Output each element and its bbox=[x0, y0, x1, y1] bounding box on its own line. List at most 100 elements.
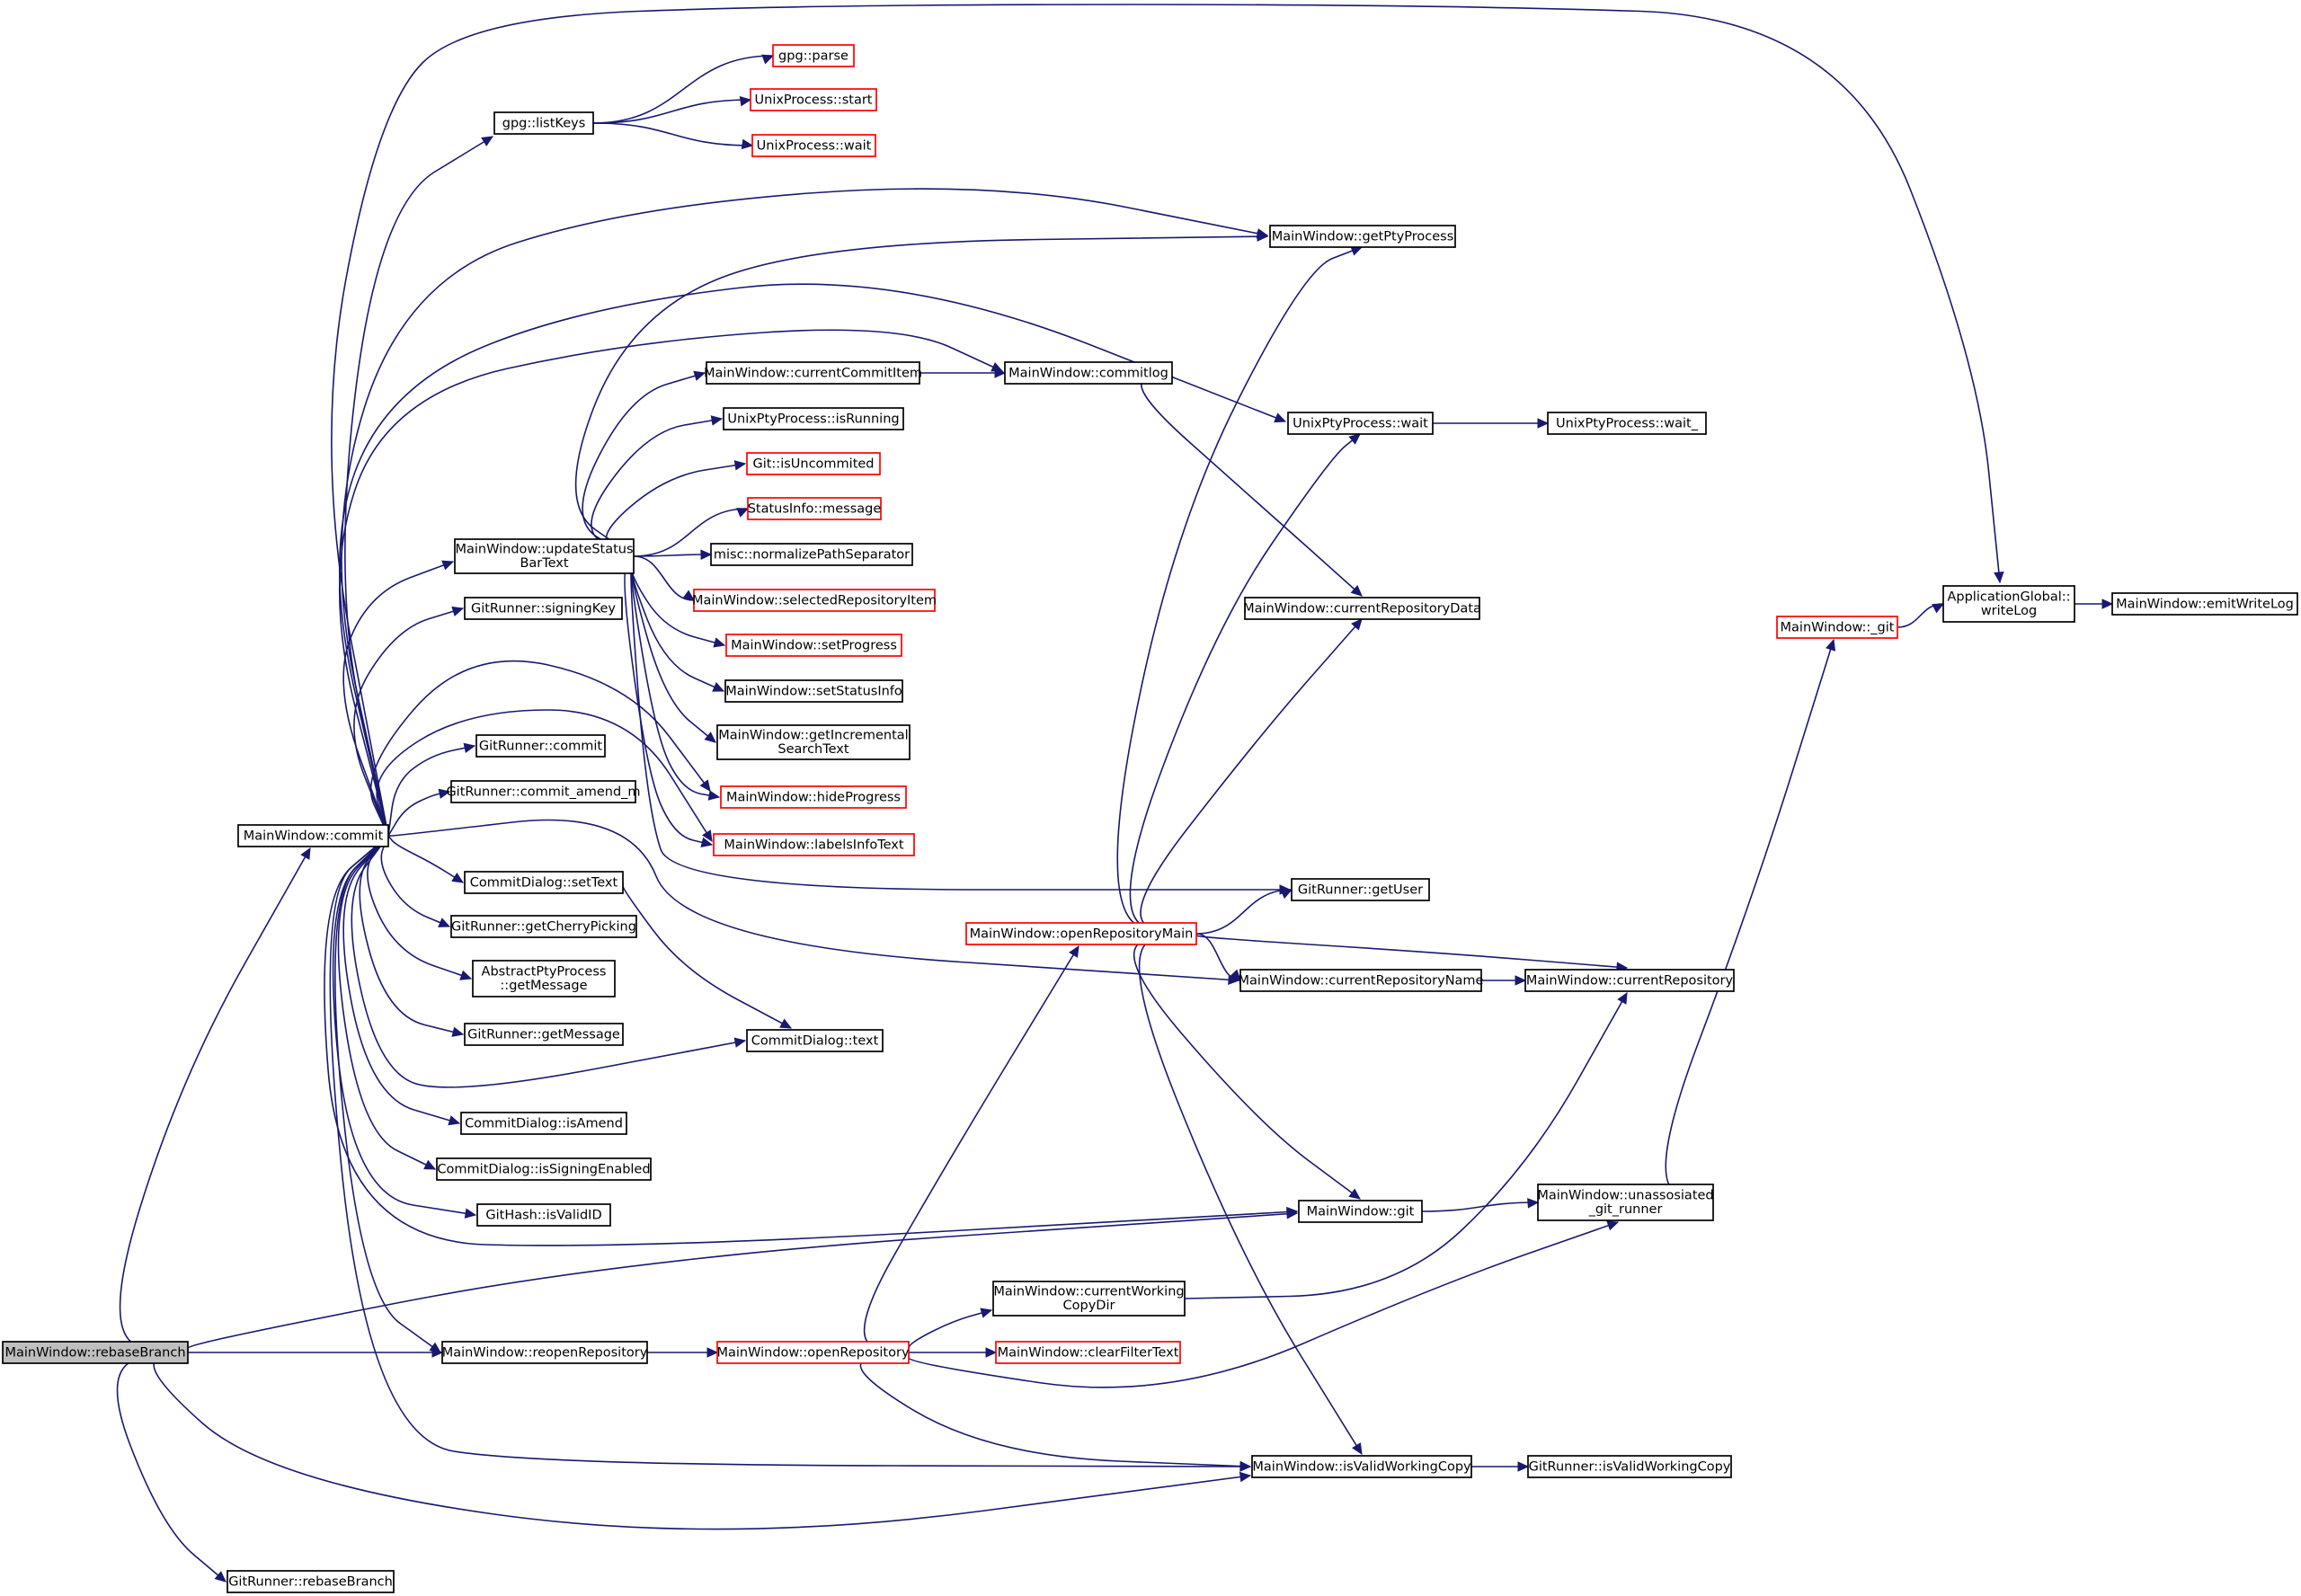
node-cdSetText[interactable]: CommitDialog::setText bbox=[464, 871, 624, 894]
edge-line bbox=[633, 508, 749, 557]
node-uptpIsRunning[interactable]: UnixPtyProcess::isRunning bbox=[723, 407, 904, 430]
node-grCommit[interactable]: GitRunner::commit bbox=[475, 734, 606, 758]
edge-arrowhead bbox=[710, 415, 724, 426]
node-unassosiated[interactable]: MainWindow::unassosiated_git_runner bbox=[1537, 1184, 1714, 1221]
edge-arrowhead bbox=[438, 918, 451, 927]
edge-arrowhead bbox=[1286, 1206, 1299, 1218]
node-label: MainWindow::selectedRepositoryItem bbox=[692, 593, 937, 607]
node-reopenRepository[interactable]: MainWindow::reopenRepository bbox=[441, 1341, 648, 1364]
node-box bbox=[1537, 1184, 1714, 1221]
node-listKeys[interactable]: gpg::listKeys bbox=[493, 111, 594, 135]
node-label: MainWindow::openRepositoryMain bbox=[970, 927, 1194, 941]
node-signingKey[interactable]: GitRunner::signingKey bbox=[464, 597, 623, 620]
node-getCherryPicking[interactable]: GitRunner::getCherryPicking bbox=[450, 915, 637, 938]
node-label: gpg::parse bbox=[778, 49, 848, 63]
edge-arrowhead bbox=[1257, 231, 1269, 242]
edge-arrowhead bbox=[464, 1208, 477, 1219]
edge-arrowhead bbox=[733, 1037, 747, 1048]
node-normalizePathSeparator[interactable]: misc::normalizePathSeparator bbox=[710, 543, 913, 566]
node-commitlog[interactable]: MainWindow::commitlog bbox=[1004, 361, 1173, 385]
node-setProgress[interactable]: MainWindow::setProgress bbox=[725, 634, 902, 657]
call-edge-openRepositoryMain-to-getUser bbox=[1195, 889, 1293, 935]
node-hideProgress[interactable]: MainWindow::hideProgress bbox=[720, 785, 907, 809]
node-setStatusInfo[interactable]: MainWindow::setStatusInfo bbox=[724, 679, 903, 703]
edge-line bbox=[380, 835, 450, 927]
edge-line bbox=[1141, 372, 1363, 597]
node-labelsInfoText[interactable]: MainWindow::labelsInfoText bbox=[713, 833, 915, 856]
node-writeLog[interactable]: ApplicationGlobal::writeLog bbox=[1942, 585, 2075, 623]
call-edge-updateStatusBarText-to-selectedRepositoryItem bbox=[633, 555, 695, 601]
node-box bbox=[746, 452, 881, 475]
node-box bbox=[2111, 592, 2298, 616]
node-cdIsAmend[interactable]: CommitDialog::isAmend bbox=[460, 1112, 627, 1135]
node-openRepository[interactable]: MainWindow::openRepository bbox=[716, 1341, 910, 1364]
edge-line bbox=[1195, 934, 1628, 969]
node-cdIsSigningEnabled[interactable]: CommitDialog::isSigningEnabled bbox=[436, 1157, 652, 1181]
node-label: gpg::listKeys bbox=[502, 116, 586, 130]
node-box bbox=[1269, 225, 1456, 248]
node-statusInfoMessage[interactable]: StatusInfo::message bbox=[747, 497, 882, 520]
node-ghIsValidID[interactable]: GitHash::isValidID bbox=[476, 1203, 611, 1227]
node-uptpWait_[interactable]: UnixPtyProcess::wait_ bbox=[1547, 412, 1707, 435]
edge-line bbox=[334, 835, 441, 1353]
node-gitIsUncommited[interactable]: Git::isUncommited bbox=[746, 452, 881, 475]
node-currentRepositoryData[interactable]: MainWindow::currentRepositoryData bbox=[1243, 597, 1481, 620]
node-commitAmend[interactable]: GitRunner::commit_amend_m bbox=[446, 780, 641, 803]
node-isValidWorkingCopy[interactable]: MainWindow::isValidWorkingCopy bbox=[1251, 1455, 1472, 1478]
node-openRepositoryMain[interactable]: MainWindow::openRepositoryMain bbox=[965, 922, 1197, 945]
node-rebaseBranch[interactable]: MainWindow::rebaseBranch bbox=[2, 1341, 189, 1364]
node-grGetMessage[interactable]: GitRunner::getMessage bbox=[464, 1023, 624, 1046]
node-upWait[interactable]: UnixProcess::wait bbox=[751, 134, 876, 157]
call-edge-rebaseBranch-to-reopenRepository bbox=[188, 1347, 444, 1358]
call-edge-commit-to-reopenRepository bbox=[334, 835, 441, 1353]
node-box bbox=[1527, 1455, 1732, 1478]
call-edge-openRepository-to-clearFilterText bbox=[909, 1347, 998, 1358]
call-edge-rebaseBranch-to-grRebaseBranch bbox=[116, 1352, 227, 1583]
node-getPtyProcess[interactable]: MainWindow::getPtyProcess bbox=[1269, 225, 1456, 248]
node-box bbox=[747, 497, 882, 520]
edge-arrowhead bbox=[451, 1026, 465, 1037]
node-currentCommitItem[interactable]: MainWindow::currentCommitItem bbox=[704, 361, 922, 385]
node-currentRepository[interactable]: MainWindow::currentRepository bbox=[1524, 969, 1735, 992]
call-edge-rebaseBranch-to-commit bbox=[119, 847, 311, 1353]
node-clearFilterText[interactable]: MainWindow::clearFilterText bbox=[995, 1341, 1181, 1364]
edge-arrowhead bbox=[1348, 1188, 1361, 1200]
call-edge-unassosiated-to-_git bbox=[1665, 638, 1836, 1203]
node-label: MainWindow::currentRepositoryName bbox=[1239, 973, 1484, 988]
node-label: UnixPtyProcess::wait bbox=[1293, 416, 1428, 430]
node-label: misc::normalizePathSeparator bbox=[714, 547, 910, 562]
node-box bbox=[965, 922, 1197, 945]
call-edge-openRepositoryMain-to-isValidWorkingCopy bbox=[1138, 933, 1363, 1456]
node-getUser[interactable]: GitRunner::getUser bbox=[1291, 878, 1430, 901]
node-commit[interactable]: MainWindow::commit bbox=[237, 824, 389, 847]
node-uptpWait[interactable]: UnixPtyProcess::wait bbox=[1287, 412, 1434, 435]
node-aptpGetMessage[interactable]: AbstractPtyProcess::getMessage bbox=[472, 960, 616, 998]
node-currentRepositoryName[interactable]: MainWindow::currentRepositoryName bbox=[1239, 969, 1484, 992]
edge-arrowhead bbox=[1515, 975, 1527, 986]
node-cdText[interactable]: CommitDialog::text bbox=[746, 1029, 884, 1052]
edge-line bbox=[574, 235, 1268, 557]
edge-line bbox=[387, 745, 475, 837]
edge-line bbox=[331, 4, 2001, 837]
call-edge-commit-to-commitAmend bbox=[387, 788, 451, 837]
node-grIsValidWorkingCopy[interactable]: GitRunner::isValidWorkingCopy bbox=[1527, 1455, 1732, 1478]
node-emitWriteLog[interactable]: MainWindow::emitWriteLog bbox=[2111, 592, 2298, 616]
node-label: GitRunner::isValidWorkingCopy bbox=[1529, 1459, 1731, 1474]
node-mwGit[interactable]: MainWindow::git bbox=[1298, 1200, 1423, 1223]
node-upStart[interactable]: UnixProcess::start bbox=[750, 88, 877, 111]
edge-arrowhead bbox=[712, 682, 725, 692]
node-box bbox=[995, 1341, 1181, 1364]
node-_git[interactable]: MainWindow::_git bbox=[1776, 616, 1898, 639]
edge-line bbox=[592, 122, 753, 146]
node-gpgParse[interactable]: gpg::parse bbox=[772, 44, 855, 67]
node-box bbox=[450, 915, 637, 938]
node-label: MainWindow::getIncremental bbox=[718, 729, 908, 743]
edge-arrowhead bbox=[463, 742, 476, 754]
node-grRebaseBranch[interactable]: GitRunner::rebaseBranch bbox=[227, 1570, 395, 1593]
node-selectedRepositoryItem[interactable]: MainWindow::selectedRepositoryItem bbox=[692, 589, 937, 612]
call-edge-updateStatusBarText-to-currentCommitItem bbox=[582, 370, 706, 557]
